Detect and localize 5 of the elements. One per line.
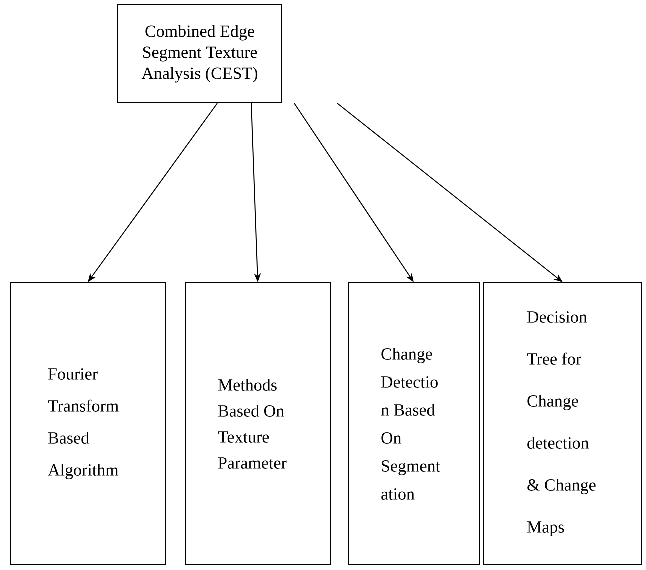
category-box: Decision Tree for Change detection & Change Maps bbox=[484, 282, 642, 566]
category-box: Methods Based On Texture Parameter bbox=[185, 282, 331, 566]
title-box: Combined Edge Segment Texture Analysis (CEST) bbox=[118, 4, 282, 104]
category-box: Change Detectio n Based On Segment ation bbox=[348, 282, 480, 566]
category-box: Fourier Transform Based Algorithm bbox=[10, 282, 166, 566]
